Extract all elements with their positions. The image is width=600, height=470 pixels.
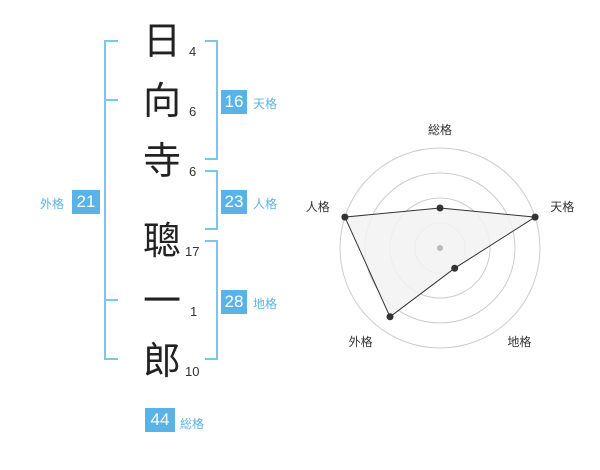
radar-point-5 [341,213,349,221]
gaikaku-divider [104,299,118,301]
name-char-3: 寺 [142,139,181,183]
soukaku-value: 44 [145,408,175,432]
radar-area [344,207,537,318]
name-char-2: 向 [142,79,181,123]
chikaku-value: 28 [221,290,247,314]
radar-axis-label-2: 天格 [550,199,574,214]
radar-point-4 [386,313,394,321]
chikaku-bracket [205,240,218,360]
name-char-4: 聰 [142,219,181,263]
name-char-5: 一 [142,279,181,323]
jinkaku-value: 23 [221,190,247,214]
tenkaku-bracket [205,40,218,160]
tenkaku-label: 天格 [253,97,278,111]
radar-axis-label-3: 地格 [507,334,531,349]
radar-axis-label-1: 総格 [428,122,452,137]
stroke-count-3: 6 [189,164,197,179]
stroke-count-1: 4 [189,44,197,59]
chikaku-label: 地格 [253,297,278,311]
name-char-1: 日 [142,19,181,63]
gaikaku-label: 外格 [40,197,65,211]
jinkaku-bracket [205,170,218,230]
gaikaku-bracket [104,40,118,360]
radar-axis-label-5: 人格 [306,199,330,214]
stroke-count-5: 1 [190,304,198,319]
stroke-count-4: 17 [185,244,200,259]
name-char-6: 郎 [142,339,181,383]
radar-point-3 [451,264,459,272]
soukaku-label: 総格 [180,417,205,431]
jinkaku-label: 人格 [253,197,278,211]
radar-ring-4 [339,147,541,349]
radar-points [341,204,539,321]
radar-center-dot [437,245,443,251]
stroke-count-6: 10 [185,364,200,379]
stroke-count-2: 6 [189,104,197,119]
radar-point-1 [436,204,444,212]
gaikaku-divider [104,99,118,101]
radar-axis-label-4: 外格 [349,334,373,349]
tenkaku-value: 16 [221,90,247,114]
gaikaku-value: 21 [72,190,100,214]
radar-point-2 [531,213,539,221]
